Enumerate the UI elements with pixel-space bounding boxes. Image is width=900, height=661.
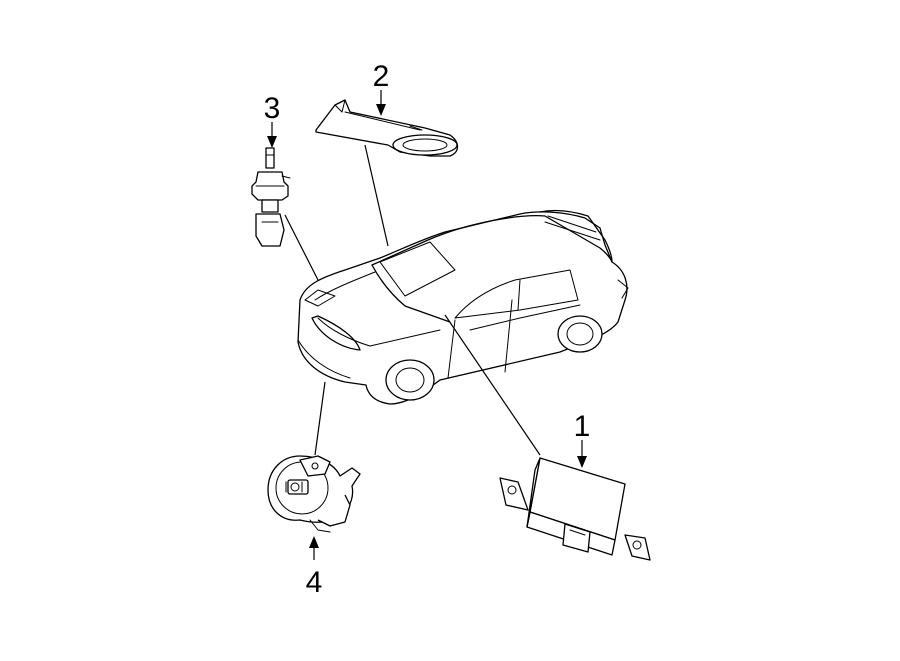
switch-assembly-icon: [267, 455, 361, 533]
antenna-housing-icon: [315, 99, 459, 157]
callout-4: 4: [306, 566, 323, 599]
sedan-outline-icon: [297, 209, 629, 405]
leader-lines: [284, 144, 541, 456]
control-module-icon: [499, 457, 651, 561]
callout-1: 1: [574, 410, 591, 443]
callout-3: 3: [264, 92, 281, 125]
callout-arrows: [267, 90, 587, 560]
callout-2: 2: [373, 60, 390, 93]
sensor-connector-icon: [251, 147, 291, 247]
